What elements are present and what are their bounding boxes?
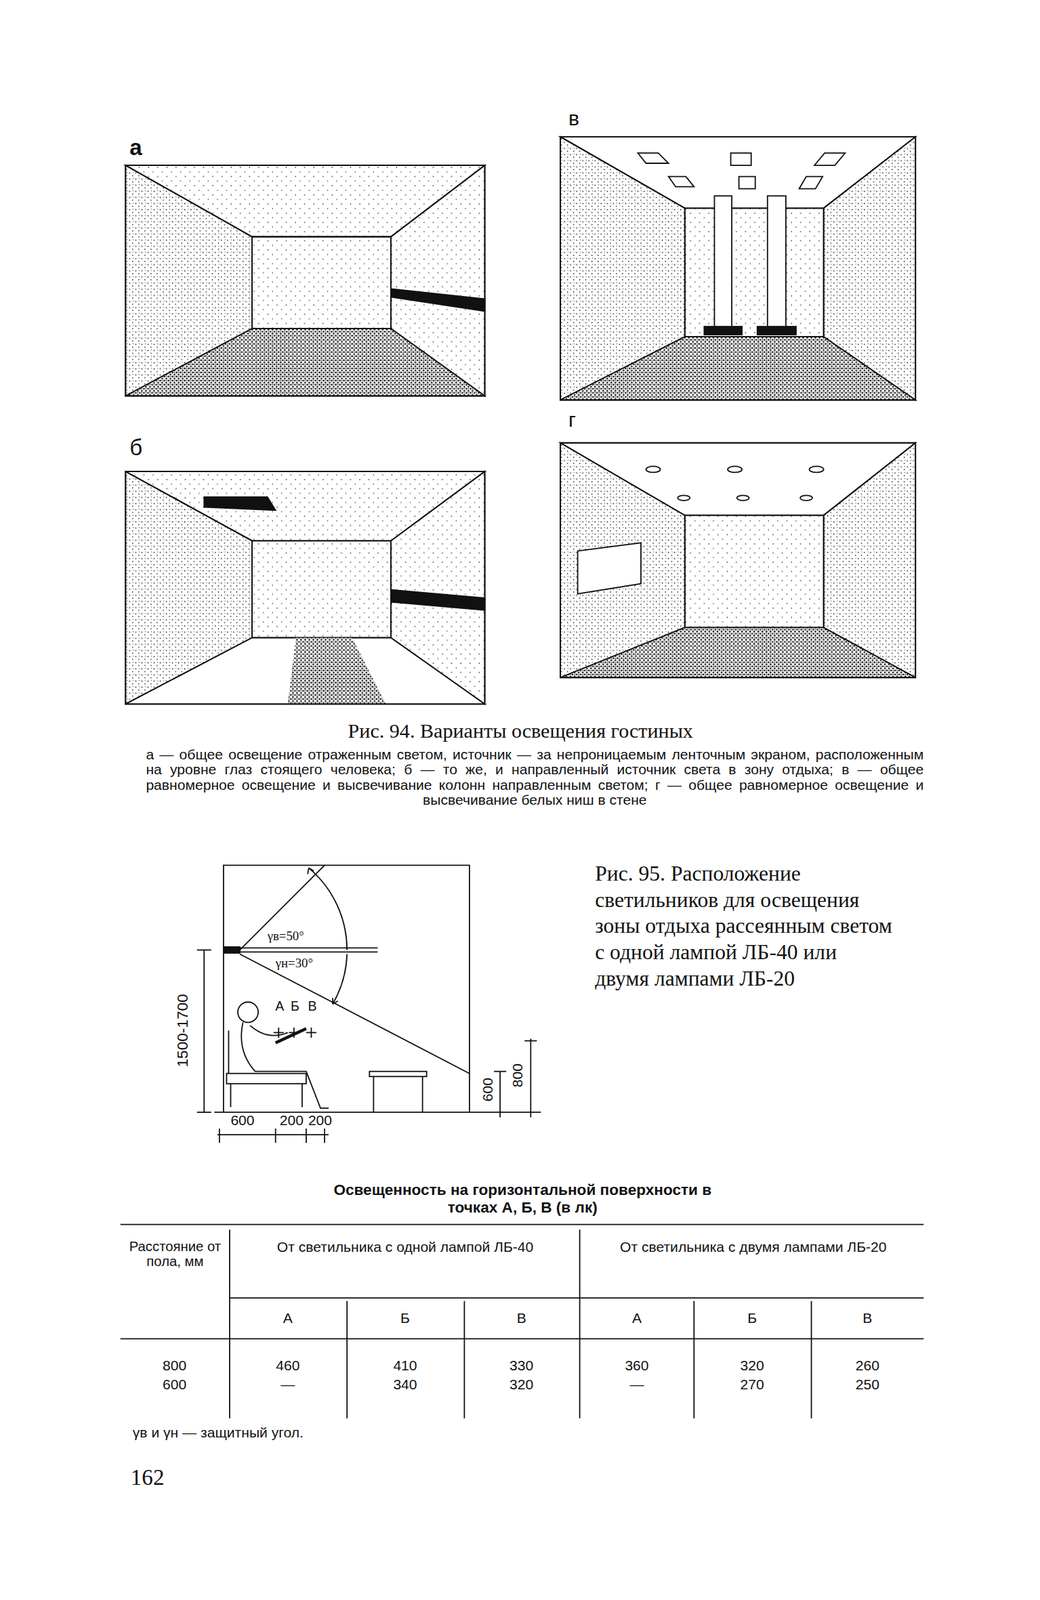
dimension-label: 200 [308, 1112, 335, 1129]
table-cell: 460 [237, 1357, 340, 1374]
table-header: А [237, 1310, 340, 1326]
table-cell: 320 [470, 1376, 573, 1393]
table-cell: 320 [701, 1357, 804, 1374]
point-label: А [273, 999, 286, 1015]
figure-caption-title: Рис. 94. Варианты освещения гостиных [163, 718, 879, 744]
table-header: В [816, 1310, 919, 1326]
table-header: Б [354, 1310, 457, 1326]
table-header: А [586, 1310, 689, 1326]
angle-label: γв=50° [267, 929, 329, 944]
table-cell: 260 [816, 1357, 919, 1374]
table-footnote: γв и γн — защитный угол. [132, 1424, 643, 1441]
figure-caption-body: а — общее освещение отраженным светом, и… [145, 747, 924, 809]
dimension-label: 600 [230, 1112, 261, 1129]
room-v [560, 136, 916, 401]
room-b [125, 471, 485, 704]
table-cell: 410 [354, 1357, 457, 1374]
table-cell: 360 [586, 1357, 689, 1374]
dimension-label: 600 [479, 1071, 496, 1109]
panel-letter: б [129, 435, 160, 461]
lamp-section-drawing [197, 865, 542, 1143]
table-cell: 270 [701, 1376, 804, 1393]
panel-letter: а [129, 135, 160, 160]
panel-letter: г [568, 408, 599, 431]
dimension-label: 200 [279, 1112, 307, 1129]
table-cell: 250 [816, 1376, 919, 1393]
table-cell: — [586, 1376, 689, 1393]
table-cell: — [237, 1376, 340, 1393]
dimension-label: 1500-1700 [175, 985, 193, 1078]
table-cell: 800 [123, 1357, 226, 1374]
table-title: Освещенность на горизонтальной поверхнос… [323, 1181, 723, 1217]
room-g [560, 443, 916, 678]
table-header: В [470, 1310, 573, 1326]
panel-letter: в [568, 107, 599, 130]
figure-caption: Рис. 95. Расположение светильников для о… [594, 861, 893, 992]
table-header: От светильника с двумя лампами ЛБ-20 [586, 1239, 921, 1256]
point-label: В [306, 999, 319, 1015]
table-header: Б [701, 1310, 804, 1326]
table-cell: 600 [123, 1376, 226, 1393]
point-label: Б [288, 999, 301, 1015]
table-header: Расстояние от пола, мм [121, 1239, 229, 1270]
page-number: 162 [130, 1465, 213, 1490]
table-cell: 330 [470, 1357, 573, 1374]
angle-label: γн=30° [275, 956, 337, 971]
table-rules [120, 1224, 925, 1419]
table-cell: 340 [354, 1376, 457, 1393]
room-a [125, 165, 485, 396]
dimension-label: 800 [509, 1057, 526, 1095]
table-header: От светильника с одной лампой ЛБ-40 [237, 1239, 574, 1256]
